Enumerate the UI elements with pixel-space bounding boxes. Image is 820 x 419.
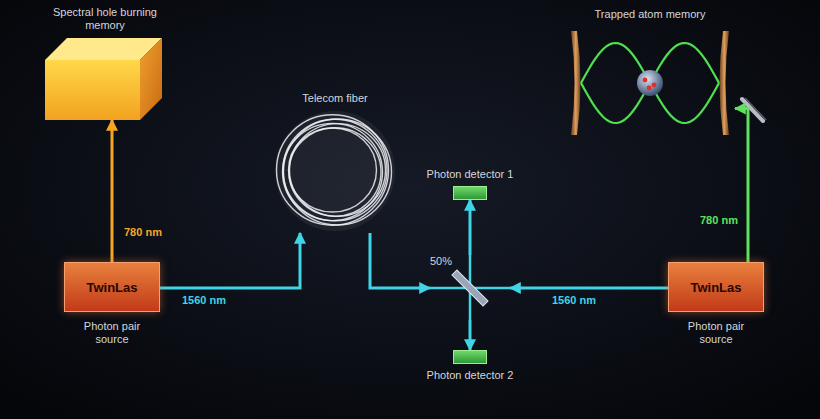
node-detbottom: Photon detector 2 <box>410 350 530 382</box>
node-cube: Spectral hole burning memory <box>30 6 180 120</box>
node-coil: Telecom fiber <box>270 92 400 233</box>
source-caption: Photon pair source <box>64 320 160 346</box>
wavelength-label: 1560 nm <box>552 294 596 307</box>
cavity-mirror <box>720 31 730 135</box>
standing-wave <box>581 43 719 123</box>
detector-box <box>453 186 487 200</box>
atom-particle <box>652 83 657 88</box>
beam-arrow <box>510 287 668 290</box>
memory-label: Spectral hole burning memory <box>30 6 180 32</box>
coil-winding <box>277 115 389 225</box>
detector-label: Photon detector 2 <box>410 369 530 382</box>
splitter-plate <box>452 270 488 306</box>
standing-wave <box>581 43 719 123</box>
beam-arrow <box>160 233 300 288</box>
coil-glow <box>275 111 395 231</box>
source-name: TwinLas <box>86 280 137 295</box>
detector-box <box>453 350 487 364</box>
fiber-label: Telecom fiber <box>270 92 400 105</box>
beam-arrow <box>111 120 114 262</box>
beam-arrow <box>469 320 472 350</box>
node-dettop: Photon detector 1 <box>410 168 530 200</box>
atom-particle <box>647 86 652 91</box>
memory-crystal <box>45 38 165 120</box>
source-caption: Photon pair source <box>668 320 764 346</box>
node-twin: TwinLasPhoton pair source <box>64 262 160 346</box>
atom-cavity <box>565 27 735 139</box>
beam-arrow <box>370 233 430 288</box>
cavity-mirror <box>571 31 581 135</box>
node-splitter: 50% <box>430 255 510 320</box>
detector-label: Photon detector 1 <box>410 168 530 181</box>
split-ratio: 50% <box>430 255 452 268</box>
source-name: TwinLas <box>690 280 741 295</box>
atom-memory-label: Trapped atom memory <box>565 8 735 21</box>
node-cavity: Trapped atom memory <box>565 8 735 139</box>
node-twin: TwinLasPhoton pair source <box>668 262 764 346</box>
atom <box>637 70 663 96</box>
wavelength-label: 780 nm <box>700 214 738 227</box>
wavelength-label: 780 nm <box>124 226 162 239</box>
crystal-side <box>140 38 162 120</box>
beam-arrow <box>735 109 748 263</box>
source-box: TwinLas <box>64 262 160 312</box>
wavelength-label: 1560 nm <box>182 294 226 307</box>
crystal-front <box>45 60 140 120</box>
atom-particle <box>643 78 648 83</box>
source-box: TwinLas <box>668 262 764 312</box>
fiber-coil <box>273 109 397 233</box>
beam-arrow <box>469 200 472 255</box>
